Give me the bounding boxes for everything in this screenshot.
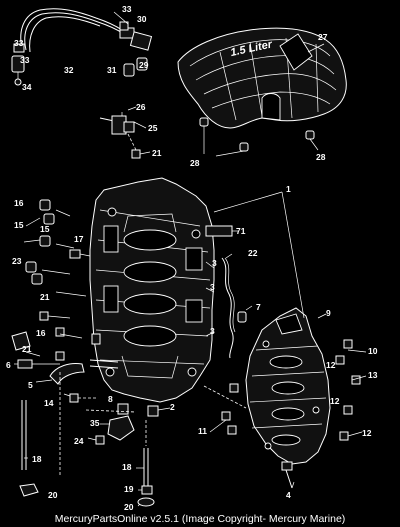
callout-12: 12: [326, 360, 336, 370]
callout-12: 12: [362, 428, 372, 438]
callout-33: 33: [14, 38, 24, 48]
callout-11: 11: [198, 426, 207, 436]
callout-15: 15: [14, 220, 24, 230]
callout-10: 10: [368, 346, 378, 356]
callout-17: 17: [74, 234, 84, 244]
callout-18: 18: [32, 454, 42, 464]
callout-19: 19: [124, 484, 134, 494]
callout-13: 13: [368, 370, 378, 380]
manifold-cover: [245, 307, 331, 465]
callout-27: 27: [318, 32, 328, 42]
callout-3: 3: [210, 326, 215, 336]
sensor-bracket: [99, 106, 151, 159]
leader-lines: [14, 43, 367, 507]
callout-31: 31: [107, 65, 117, 75]
callout-34: 34: [22, 82, 32, 92]
hose-22: [221, 257, 234, 359]
callout-15: 15: [40, 224, 50, 234]
callout-35: 35: [90, 418, 100, 428]
callout-3: 3: [210, 282, 215, 292]
hose-assembly: [11, 8, 153, 86]
callout-26: 26: [136, 102, 146, 112]
callout-21: 21: [152, 148, 162, 158]
callout-33: 33: [20, 55, 30, 65]
callout-2: 2: [170, 402, 175, 412]
plug-7: [237, 311, 247, 323]
exploded-parts-diagram: 1.5 Liter: [6, 4, 378, 512]
callout-20: 20: [48, 490, 58, 500]
callout-6: 6: [6, 360, 11, 370]
callout-25: 25: [148, 123, 158, 133]
callout-14: 14: [44, 398, 54, 408]
callout-7: 7: [256, 302, 261, 312]
grommets: [199, 117, 319, 157]
callout-12: 12: [330, 396, 340, 406]
callout-21: 21: [40, 292, 50, 302]
engine-cover: 1.5 Liter: [177, 27, 347, 129]
cylinder-block: [89, 177, 238, 403]
callout-23: 23: [12, 256, 22, 266]
callout-8: 8: [108, 394, 113, 404]
callout-21: 21: [22, 344, 32, 354]
callout-22: 22: [248, 248, 258, 258]
fasteners: [11, 199, 361, 507]
callout-5: 5: [28, 380, 33, 390]
callout-1: 1: [286, 184, 291, 194]
callout-9: 9: [326, 308, 331, 318]
callout-16: 16: [14, 198, 24, 208]
callout-labels: 33 30 33 31 29 33 32 34 27 26 25 21 28 2…: [6, 4, 378, 512]
callout-20: 20: [124, 502, 134, 512]
callout-28: 28: [316, 152, 326, 162]
copyright-caption: MercuryPartsOnline v2.5.1 (Image Copyrig…: [0, 512, 400, 527]
callout-4: 4: [286, 490, 291, 500]
callout-33: 33: [122, 4, 132, 14]
callout-29: 29: [139, 60, 149, 70]
callout-30: 30: [137, 14, 147, 24]
callout-3: 3: [212, 258, 217, 268]
callout-71: 71: [236, 226, 246, 236]
callout-32: 32: [64, 65, 74, 75]
callout-28: 28: [190, 158, 200, 168]
callout-18: 18: [122, 462, 132, 472]
callout-16: 16: [36, 328, 46, 338]
callout-24: 24: [74, 436, 84, 446]
